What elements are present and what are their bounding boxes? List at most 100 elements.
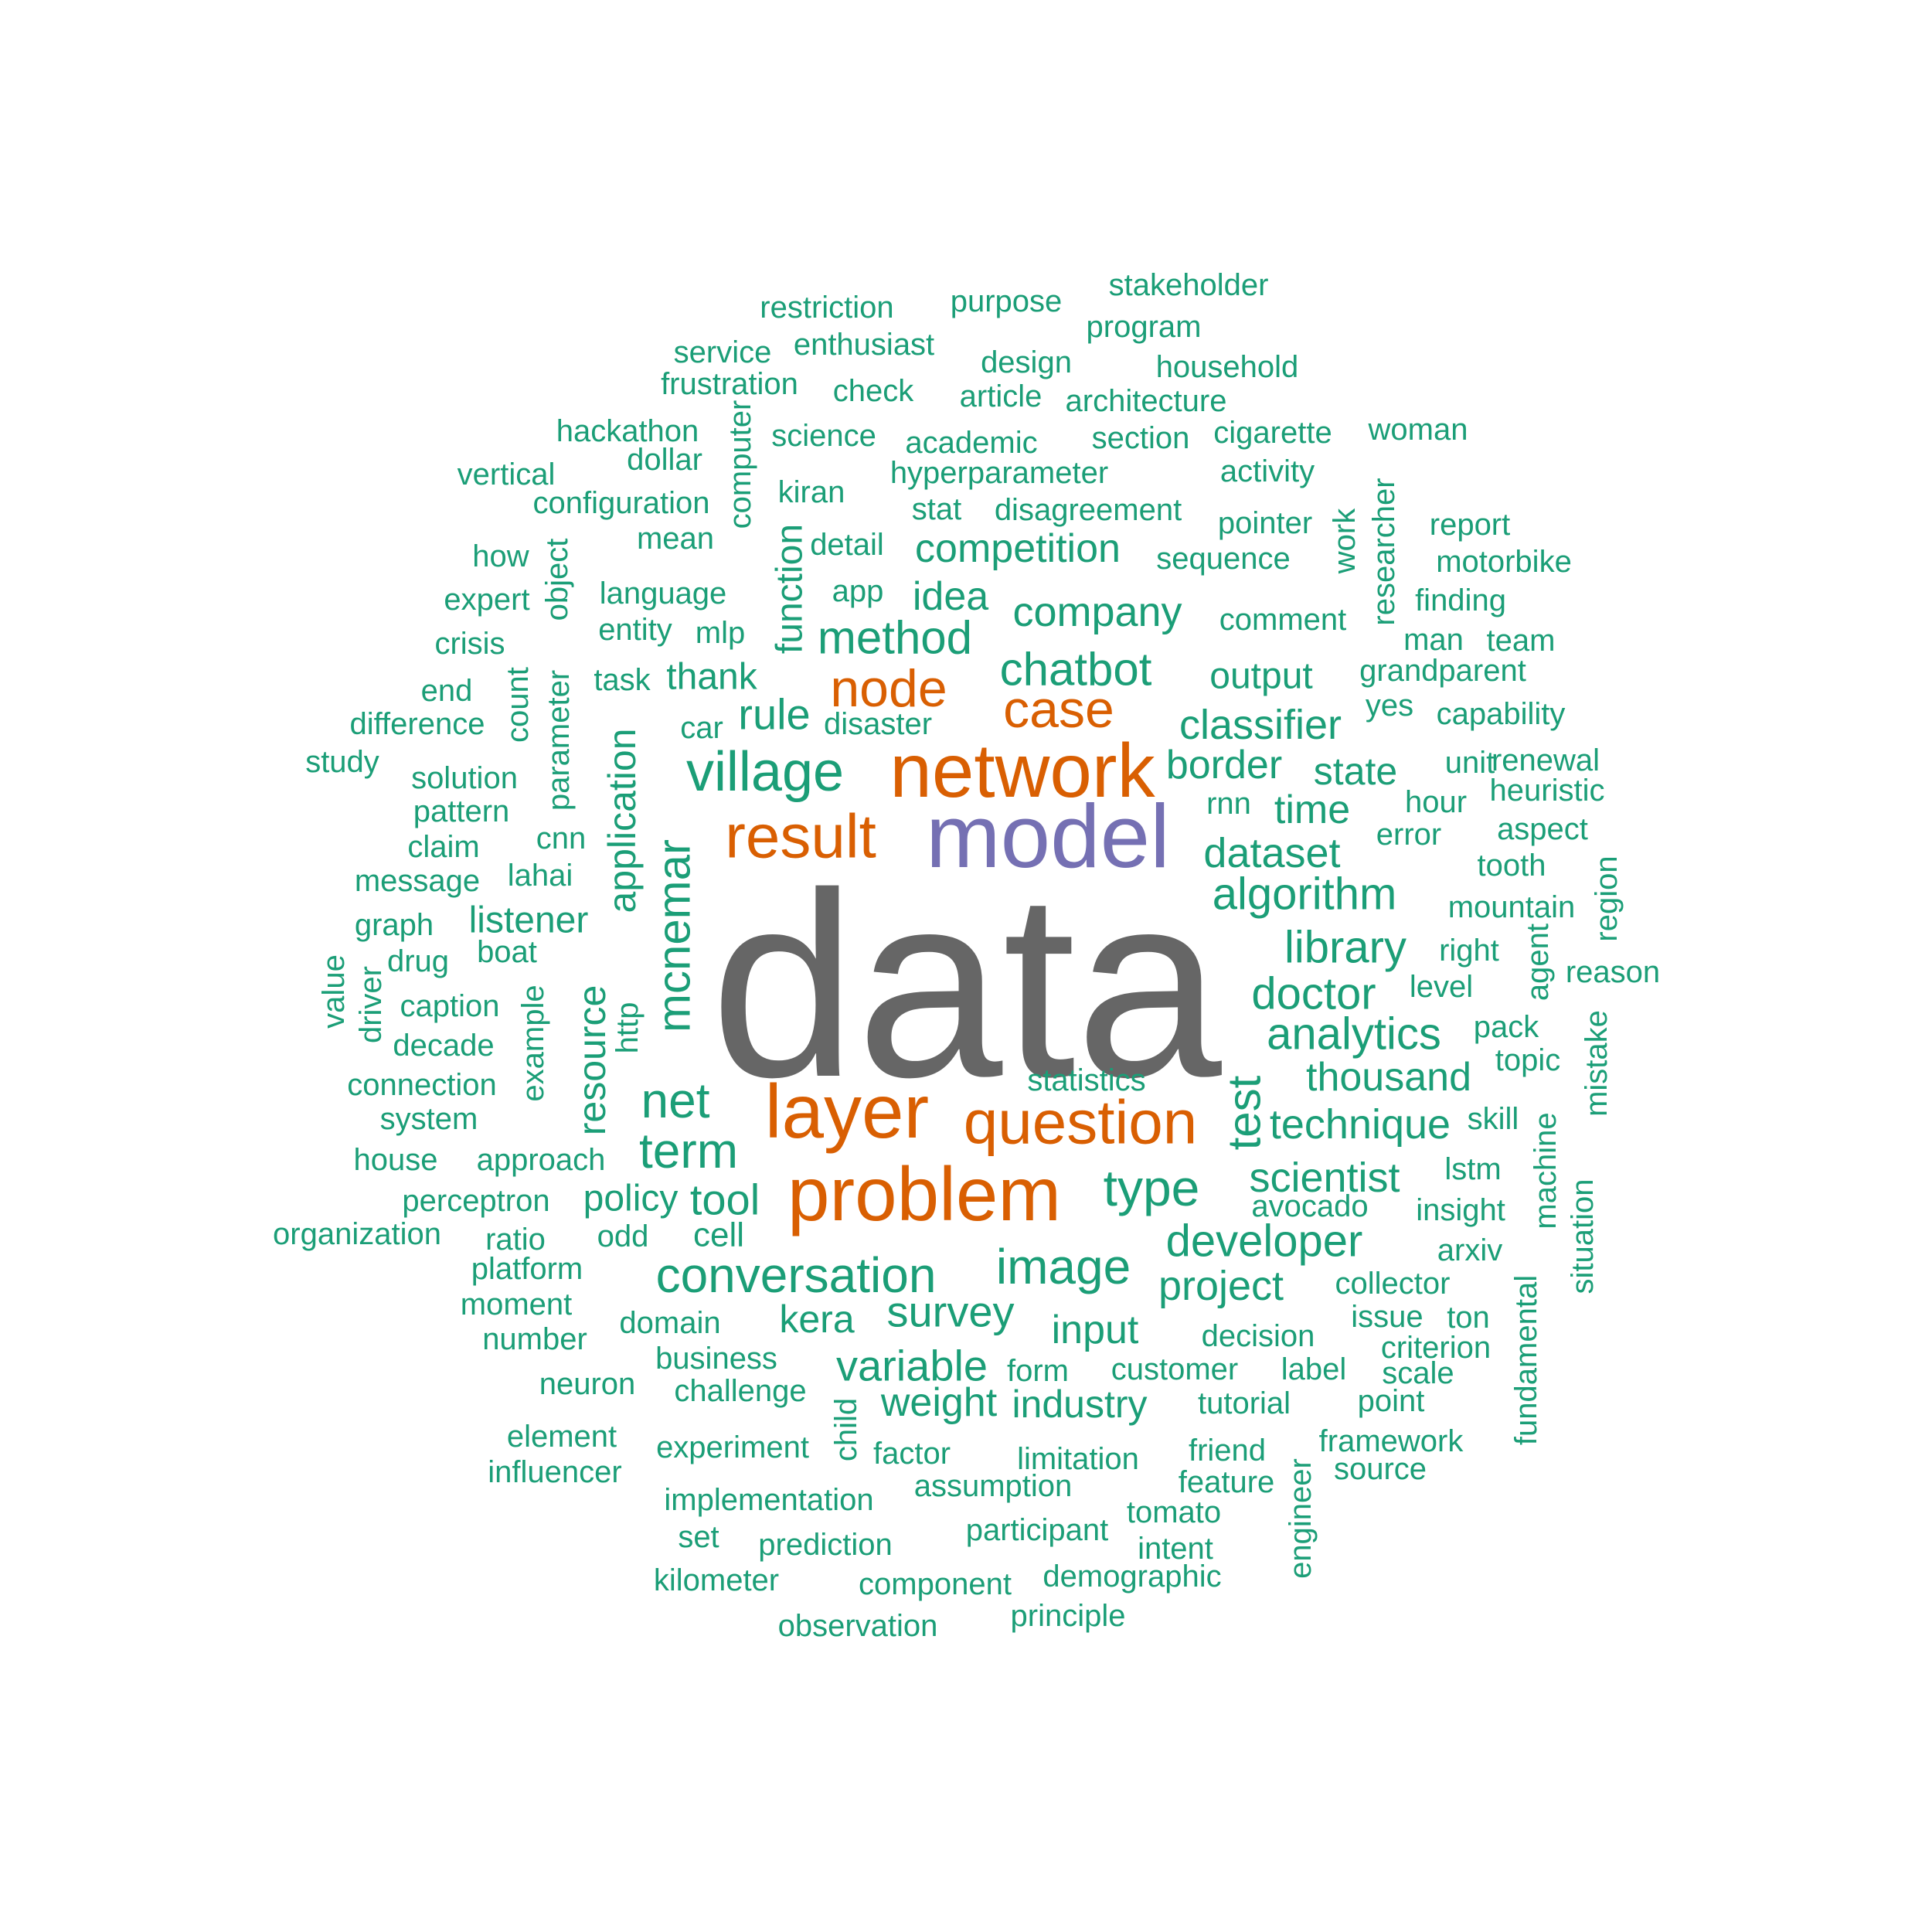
word-activity: activity xyxy=(1220,454,1315,488)
word-insight: insight xyxy=(1416,1193,1505,1227)
word-agent: agent xyxy=(1521,923,1555,1001)
word-experiment: experiment xyxy=(656,1430,809,1464)
word-lahai: lahai xyxy=(508,859,573,893)
word-household: household xyxy=(1156,350,1299,384)
word-finding: finding xyxy=(1415,583,1506,617)
word-developer: developer xyxy=(1166,1216,1363,1267)
word-frustration: frustration xyxy=(661,367,798,401)
word-point: point xyxy=(1358,1384,1425,1418)
word-disagreement: disagreement xyxy=(995,493,1182,527)
word-mean: mean xyxy=(637,522,714,556)
word-man: man xyxy=(1403,623,1464,657)
word-section: section xyxy=(1092,421,1190,455)
word-situation: situation xyxy=(1566,1179,1600,1294)
word-dollar: dollar xyxy=(627,443,702,477)
word-cigarette: cigarette xyxy=(1213,416,1332,450)
word-platform: platform xyxy=(471,1252,583,1286)
word-network: network xyxy=(889,728,1155,813)
word-method: method xyxy=(818,612,972,664)
word-arxiv: arxiv xyxy=(1437,1233,1502,1267)
word-thank: thank xyxy=(666,657,757,698)
word-form: form xyxy=(1007,1354,1069,1388)
word-data: data xyxy=(710,838,1223,1132)
word-weight: weight xyxy=(880,1380,998,1425)
word-input: input xyxy=(1052,1308,1139,1352)
word-purpose: purpose xyxy=(951,284,1063,318)
word-kilometer: kilometer xyxy=(654,1563,779,1597)
word-stat: stat xyxy=(912,492,961,526)
word-industry: industry xyxy=(1012,1383,1147,1426)
word-drug: drug xyxy=(387,944,449,978)
word-right: right xyxy=(1439,934,1499,968)
word-decade: decade xyxy=(393,1029,494,1063)
word-limitation: limitation xyxy=(1017,1442,1139,1476)
word-mlp: mlp xyxy=(696,616,745,650)
word-motorbike: motorbike xyxy=(1436,545,1572,579)
word-algorithm: algorithm xyxy=(1213,869,1397,920)
word-hackathon: hackathon xyxy=(556,414,699,448)
word-organization: organization xyxy=(273,1217,441,1251)
word-customer: customer xyxy=(1111,1352,1239,1386)
word-hour: hour xyxy=(1405,785,1467,819)
word-image: image xyxy=(996,1239,1131,1294)
word-renewal: renewal xyxy=(1492,743,1600,777)
word-variable: variable xyxy=(836,1342,988,1390)
word-pack: pack xyxy=(1474,1010,1539,1044)
word-chatbot: chatbot xyxy=(1000,644,1152,696)
word-doctor: doctor xyxy=(1251,969,1376,1019)
word-topic: topic xyxy=(1495,1043,1561,1077)
word-check: check xyxy=(833,374,914,408)
word-participant: participant xyxy=(966,1513,1109,1547)
word-end: end xyxy=(421,674,473,708)
word-assumption: assumption xyxy=(914,1469,1073,1503)
word-stakeholder: stakeholder xyxy=(1109,268,1269,302)
word-count: count xyxy=(501,667,535,743)
word-report: report xyxy=(1430,508,1511,542)
word-implementation: implementation xyxy=(664,1483,873,1517)
word-avocado: avocado xyxy=(1251,1189,1368,1223)
word-village: village xyxy=(686,741,844,803)
word-perceptron: perceptron xyxy=(402,1184,549,1218)
word-configuration: configuration xyxy=(532,486,709,520)
word-boat: boat xyxy=(477,935,537,969)
word-cell: cell xyxy=(693,1216,744,1254)
word-source: source xyxy=(1334,1452,1427,1486)
word-study: study xyxy=(305,745,379,779)
word-listener: listener xyxy=(469,900,589,941)
word-example: example xyxy=(516,985,550,1101)
word-mcnemar: mcnemar xyxy=(648,839,700,1032)
word-pointer: pointer xyxy=(1218,506,1312,540)
word-entity: entity xyxy=(598,613,672,647)
word-house: house xyxy=(354,1143,438,1177)
word-value: value xyxy=(317,954,351,1029)
word-moment: moment xyxy=(461,1287,573,1321)
word-rnn: rnn xyxy=(1206,787,1251,821)
word-number: number xyxy=(482,1322,587,1356)
word-claim: claim xyxy=(407,830,479,864)
word-idea: idea xyxy=(913,574,988,619)
word-ratio: ratio xyxy=(485,1223,546,1257)
word-conversation: conversation xyxy=(656,1247,937,1303)
word-team: team xyxy=(1487,624,1556,658)
word-connection: connection xyxy=(347,1068,496,1102)
word-cnn: cnn xyxy=(536,821,587,855)
word-how: how xyxy=(472,539,529,573)
word-observation: observation xyxy=(778,1609,938,1643)
word-language: language xyxy=(600,577,727,611)
word-feature: feature xyxy=(1179,1465,1275,1499)
word-model: model xyxy=(926,786,1170,886)
word-statistics: statistics xyxy=(1027,1063,1145,1097)
word-issue: issue xyxy=(1351,1300,1423,1334)
word-comment: comment xyxy=(1219,603,1347,637)
word-thousand: thousand xyxy=(1306,1055,1471,1100)
word-net: net xyxy=(641,1073,710,1128)
word-term: term xyxy=(639,1123,738,1179)
word-pattern: pattern xyxy=(413,794,510,828)
word-skill: skill xyxy=(1468,1102,1519,1136)
word-kiran: kiran xyxy=(778,475,845,509)
word-scientist: scientist xyxy=(1249,1155,1400,1201)
word-aspect: aspect xyxy=(1497,812,1588,846)
word-set: set xyxy=(678,1520,719,1554)
word-technique: technique xyxy=(1270,1101,1451,1148)
